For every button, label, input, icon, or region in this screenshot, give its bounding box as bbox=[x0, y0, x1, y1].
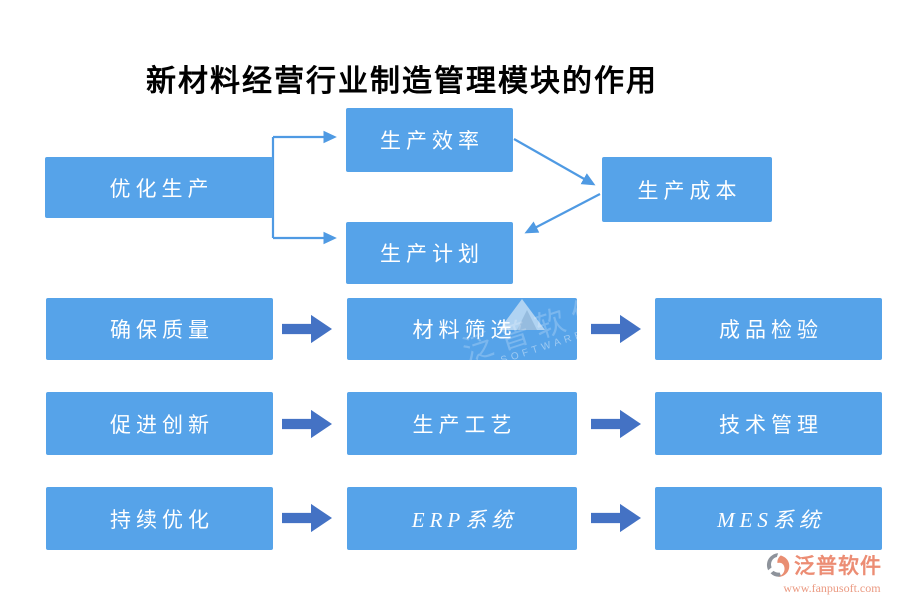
node-label: 生产工艺 bbox=[412, 412, 517, 437]
node-label: 成品检验 bbox=[719, 318, 823, 342]
node-production-plan: 生产计划 bbox=[346, 222, 513, 284]
node-ensure-quality: 确保质量 bbox=[46, 298, 273, 360]
node-label: 生产效率 bbox=[380, 129, 484, 153]
node-label: 促进创新 bbox=[110, 412, 214, 437]
node-label: 持续优化 bbox=[110, 507, 214, 532]
fanpu-logo-icon bbox=[766, 553, 790, 577]
watermark-logo-accent-icon bbox=[517, 310, 537, 330]
node-label: 生产成本 bbox=[637, 178, 742, 203]
arrow-cost-to-plan bbox=[524, 193, 601, 234]
page-title: 新材料经营行业制造管理模块的作用 bbox=[146, 65, 658, 98]
node-production-efficiency: 生产效率 bbox=[346, 108, 513, 172]
node-finished-product-inspection: 成品检验 bbox=[655, 298, 882, 360]
node-label: MES系统 bbox=[717, 507, 825, 532]
arrow-efficiency-to-cost bbox=[513, 138, 596, 186]
node-label: 确保质量 bbox=[110, 318, 214, 342]
node-mes-system: MES系统 bbox=[655, 487, 882, 550]
node-material-screening: 泛普软件 SOFTWARE 材料筛选 bbox=[347, 290, 613, 369]
node-optimize-production: 优化生产 bbox=[45, 157, 273, 218]
watermark-logo-icon bbox=[499, 299, 545, 330]
node-label: 优化生产 bbox=[109, 176, 214, 201]
node-promote-innovation: 促进创新 bbox=[46, 392, 273, 455]
node-label: 技术管理 bbox=[719, 412, 823, 437]
logo-url-text: www.fanpusoft.com bbox=[783, 581, 881, 595]
node-technology-management: 技术管理 bbox=[655, 392, 882, 455]
node-label: 材料筛选 bbox=[412, 318, 517, 342]
node-label: 生产计划 bbox=[380, 242, 484, 266]
node-erp-system: ERP系统 bbox=[347, 487, 577, 550]
node-production-cost: 生产成本 bbox=[602, 157, 772, 222]
node-production-process: 生产工艺 bbox=[347, 392, 577, 455]
node-continuous-optimization: 持续优化 bbox=[46, 487, 273, 550]
fanpu-logo: 泛普软件 www.fanpusoft.com bbox=[766, 550, 898, 596]
node-label: ERP系统 bbox=[411, 507, 518, 532]
logo-name-text: 泛普软件 bbox=[794, 554, 882, 578]
